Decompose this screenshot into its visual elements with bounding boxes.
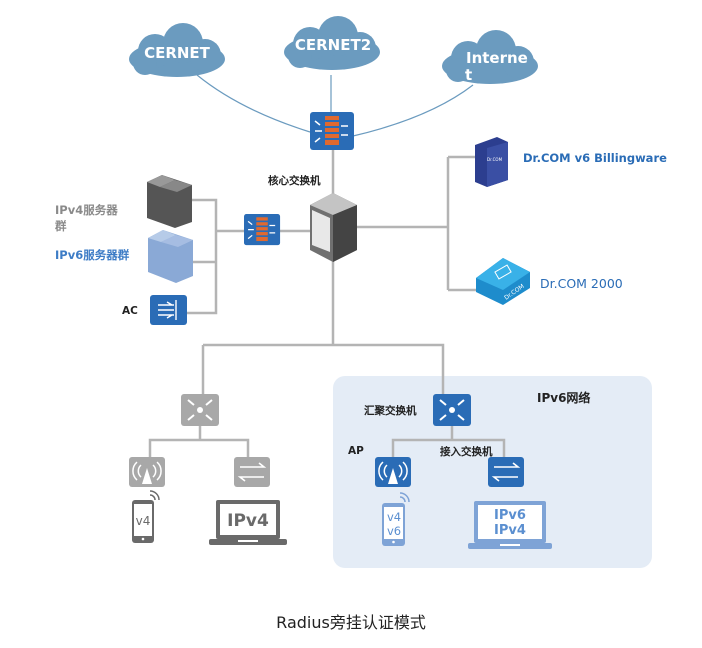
ipv6-phone-text-2: v6 [387, 524, 401, 538]
ipv4-access-switch-icon [233, 456, 271, 488]
ipv6-laptop-text-2: IPv4 [494, 523, 526, 538]
ipv4-servers-label-1: IPv4服务器 [55, 203, 118, 217]
firewall-top-icon [309, 111, 355, 151]
drcom-v6-label: Dr.COM v6 Billingware [523, 151, 667, 165]
ac-icon [150, 295, 187, 325]
ipv4-server-icon [147, 175, 192, 228]
ipv6-laptop-icon [468, 501, 552, 549]
drcom-v6-server-icon: Dr.COM [475, 137, 508, 187]
ipv6-phone-text-1: v4 [387, 510, 401, 524]
ipv6-aggregation-switch-icon [432, 393, 472, 427]
cloud-internet-label-2: t [465, 66, 472, 84]
ipv6-servers-label: IPv6服务器群 [55, 248, 130, 262]
cloud-cernet-label: CERNET [144, 44, 211, 62]
ipv6-network-title: IPv6网络 [537, 390, 590, 405]
ipv6-laptop-text-1: IPv6 [494, 508, 526, 523]
cloud-internet-label-1: Interne [466, 49, 528, 67]
ipv4-aggregation-switch-icon [180, 393, 220, 427]
ipv4-ap-icon [128, 456, 166, 488]
ipv4-phone-text: v4 [136, 514, 151, 528]
drcom-2000-icon: Dr.COM [476, 258, 530, 305]
ipv6-access-switch-icon [487, 456, 525, 488]
diagram-caption: Radius旁挂认证模式 [276, 613, 426, 632]
core-switch-label: 核心交换机 [268, 174, 321, 187]
drcom-v6-icon-text: Dr.COM [487, 157, 503, 162]
ipv4-servers-label-2: 群 [54, 219, 67, 233]
access-switch-label: 接入交换机 [440, 445, 493, 458]
ipv4-laptop-icon [209, 500, 287, 545]
cloud-links [196, 74, 474, 137]
drcom-2000-label: Dr.COM 2000 [540, 276, 623, 291]
firewall-server-icon [243, 213, 281, 246]
ipv6-ap-icon [374, 456, 412, 488]
ap-label: AP [348, 445, 364, 457]
core-switch-icon [310, 193, 357, 262]
aggregation-switch-label: 汇聚交换机 [364, 404, 417, 417]
ipv6-phone-icon [382, 492, 410, 546]
ipv4-phone-icon [132, 490, 160, 543]
ipv6-server-icon [148, 230, 193, 283]
cloud-cernet2-label: CERNET2 [295, 36, 371, 54]
ac-label: AC [122, 305, 138, 317]
ipv4-laptop-text: IPv4 [227, 511, 269, 531]
